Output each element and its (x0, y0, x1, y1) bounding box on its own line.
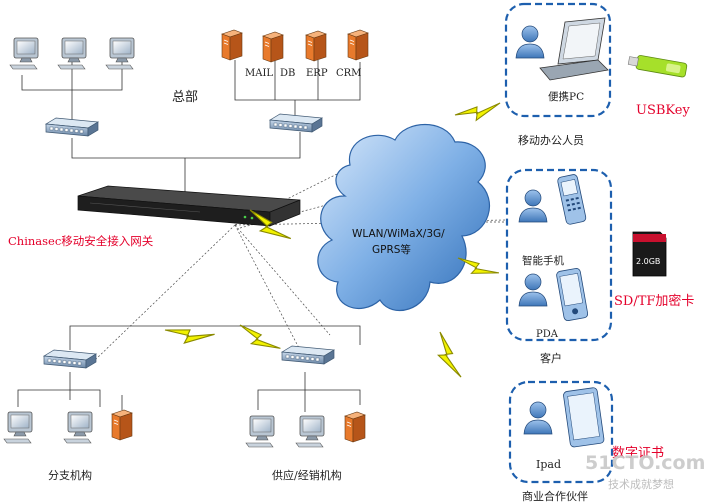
desktop-icon (245, 415, 275, 448)
server-labels: MAIL DB ERP CRM (245, 68, 361, 79)
hq-label: 总部 (172, 90, 198, 105)
desktop-icon (3, 411, 33, 444)
sd-card-capacity: 2.0GB (636, 257, 660, 266)
laptop-icon (539, 17, 609, 81)
watermark-slogan: 技术成就梦想 (608, 477, 674, 491)
lightning-icon (239, 315, 281, 358)
watermark-logo: 51CTO.com (585, 452, 705, 474)
branch-label: 分支机构 (48, 468, 92, 482)
server-label-mail: MAIL (245, 68, 273, 79)
partner-label: 商业合作伙伴 (522, 489, 588, 503)
server-icon (347, 29, 369, 61)
server-icon (305, 30, 327, 62)
tablet-icon (563, 387, 605, 448)
switch-icon (281, 345, 335, 365)
server-label-erp: ERP (306, 68, 328, 79)
desktop-icon (295, 415, 325, 448)
tablet-label: Ipad (536, 458, 561, 471)
server-icon (344, 411, 366, 443)
hq-servers (221, 29, 369, 63)
sd-card-icon: 2.0GB (632, 231, 667, 277)
supply-label: 供应/经销机构 (272, 468, 342, 482)
server-label-db: DB (280, 68, 295, 79)
usb-key-icon (627, 55, 688, 78)
server-label-crm: CRM (336, 68, 361, 79)
server-icon (221, 29, 243, 61)
lightning-icon (164, 306, 216, 358)
pda-icon (556, 268, 589, 322)
switch-icon (43, 349, 97, 369)
customer-label: 客户 (540, 351, 562, 365)
pda-label: PDA (536, 329, 559, 340)
wired-links (17, 60, 361, 412)
cloud-label-line1: WLAN/WiMaX/3G/ (352, 228, 445, 240)
smartphone-icon (557, 174, 587, 225)
person-icon (523, 401, 553, 435)
mobile-office-box (504, 2, 612, 118)
internet-cloud (317, 123, 490, 311)
switch-icon (45, 117, 99, 137)
server-icon (111, 409, 133, 441)
customer-box (505, 168, 613, 342)
desktop-icon (63, 411, 93, 444)
digital-cert-label: 数字证书 (612, 446, 664, 461)
cloud-label-line2: GPRS等 (372, 243, 411, 256)
lightning-icon (427, 331, 474, 378)
laptop-label: 便携PC (548, 90, 584, 103)
usbkey-label: USBKey (636, 103, 690, 118)
switch-icon (269, 113, 323, 133)
partner-box (508, 380, 614, 484)
server-icon (262, 31, 284, 63)
sd-card-label: SD/TF加密卡 (614, 293, 694, 309)
person-icon (518, 189, 548, 223)
smartphone-label: 智能手机 (522, 254, 564, 267)
gateway-label: Chinasec移动安全接入网关 (8, 234, 154, 248)
desktop-icon (105, 37, 135, 70)
lightning-icon (454, 85, 501, 133)
desktop-icon (9, 37, 39, 70)
person-icon (518, 273, 548, 307)
mobile-office-label: 移动办公人员 (518, 134, 584, 147)
person-icon (515, 25, 545, 59)
